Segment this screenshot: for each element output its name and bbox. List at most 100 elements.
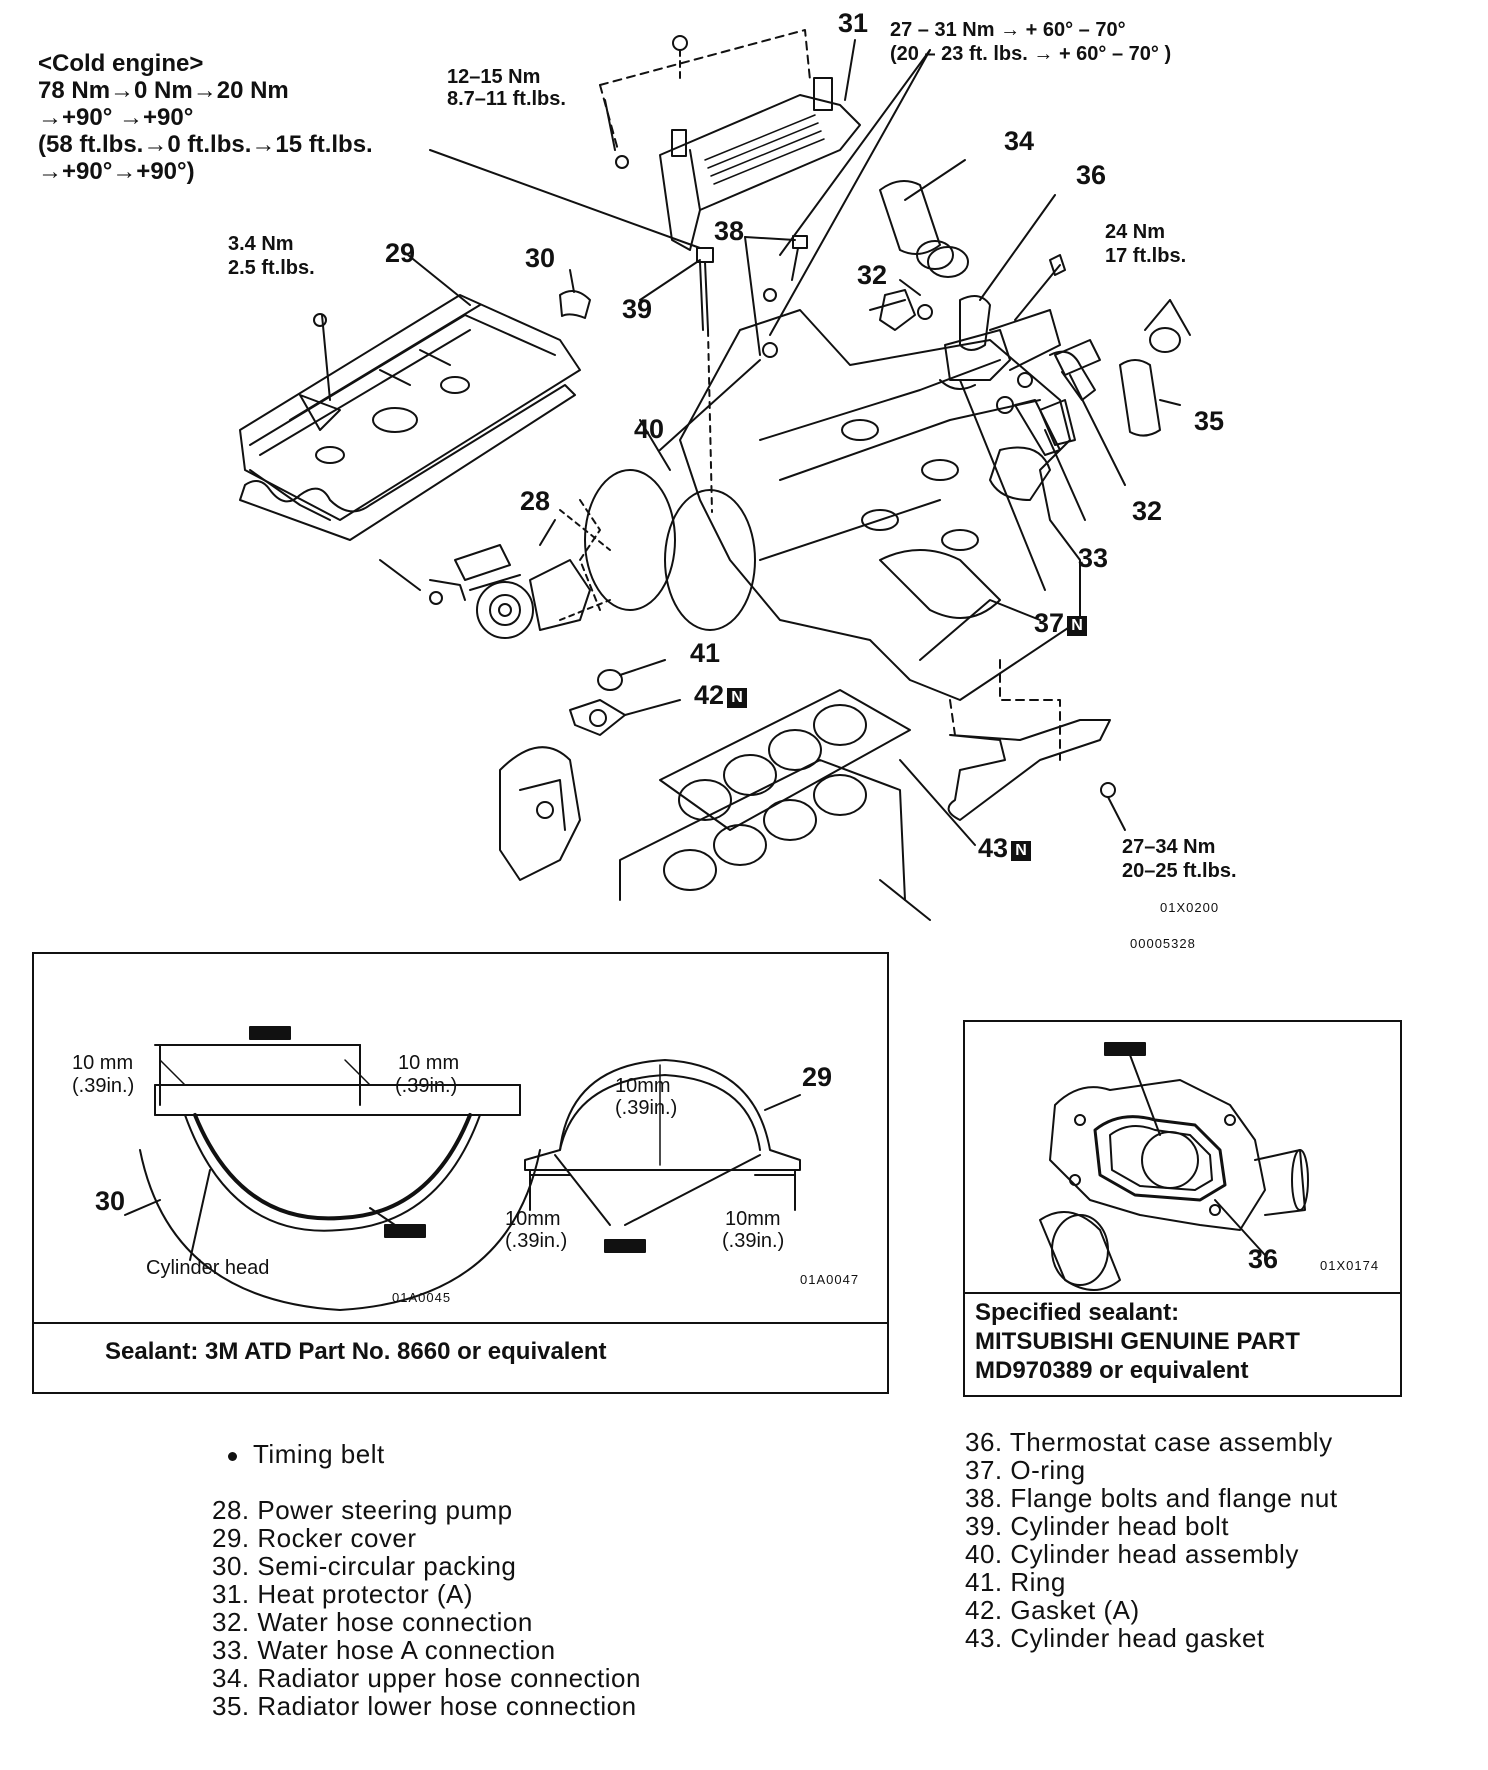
callout-32-upper: 32	[857, 260, 888, 290]
legend-item-38: 38. Flange bolts and flange nut	[965, 1483, 1338, 1513]
figure-code-main-a: 01X0200	[1160, 900, 1220, 915]
torque-24-nm: 24 Nm 17 ft.lbs.	[1105, 220, 1186, 268]
callout-31: 31	[838, 8, 869, 38]
torque-27-31-line-1: 27 – 31 Nm → + 60° – 70°	[890, 19, 1126, 41]
specified-sealant-label: Specified sealant:	[975, 1299, 1180, 1326]
callout-30: 30	[525, 243, 556, 273]
figure-code-main-b: 00005328	[1130, 936, 1196, 951]
cold-engine-line-5: →+90°→+90°)	[38, 158, 195, 185]
legend-item-39: 39. Cylinder head bolt	[965, 1511, 1229, 1541]
callout-38: 38	[714, 216, 745, 246]
cold-engine-line-4: (58 ft.lbs.→0 ft.lbs.→15 ft.lbs.	[38, 131, 373, 158]
sealant-part-line-2: MD970389 or equivalent	[975, 1357, 1249, 1384]
legend-item-41: 41. Ring	[965, 1567, 1066, 1597]
power-steering-pump-drawing	[379, 544, 591, 639]
callout-37-number: 37	[1034, 608, 1065, 638]
sealant-note-panel	[32, 1320, 889, 1394]
callout-33: 33	[1078, 543, 1109, 573]
dim-10mm-left: 10 mm	[72, 1052, 134, 1074]
sealant-specification: Sealant: 3M ATD Part No. 8660 or equival…	[105, 1338, 607, 1365]
dim-10mm-bottom-right: 10mm	[725, 1208, 781, 1230]
legend-list-right: 36. Thermostat case assembly 37. O-ring …	[965, 1428, 1338, 1652]
legend-list-left: 28. Power steering pump 29. Rocker cover…	[212, 1496, 641, 1720]
cold-engine-torque-spec: <Cold engine> 78 Nm→0 Nm→20 Nm →+90° →+9…	[38, 50, 373, 185]
callout-35: 35	[1194, 406, 1225, 436]
legend-item-33: 33. Water hose A connection	[212, 1635, 556, 1665]
dim-10mm-top: 10mm	[615, 1075, 671, 1097]
new-part-badge: N	[1067, 616, 1088, 636]
callout-34: 34	[1004, 126, 1035, 156]
torque-24-line-2: 17 ft.lbs.	[1105, 245, 1187, 267]
legend-item-35: 35. Radiator lower hose connection	[212, 1691, 637, 1721]
callout-28: 28	[520, 486, 551, 516]
rocker-cover-end-inset-drawing	[524, 1059, 801, 1226]
inset-callout-29: 29	[802, 1062, 833, 1092]
torque-27-34-nm: 27–34 Nm 20–25 ft.lbs.	[1122, 835, 1237, 883]
semi-circular-packing-panel	[32, 952, 889, 1324]
cylinder-head-gasket-drawing	[659, 689, 911, 831]
cold-engine-line-2: 78 Nm→0 Nm→20 Nm	[38, 77, 289, 104]
legend-item-43: 43. Cylinder head gasket	[965, 1623, 1265, 1653]
figure-code-left-b: 01A0047	[800, 1272, 860, 1287]
thermostat-case-panel	[963, 1020, 1402, 1294]
dim-39in-right: (.39in.)	[395, 1075, 458, 1097]
timing-belt-label: Timing belt	[253, 1439, 385, 1469]
dim-39in-bottom-left: (.39in.)	[505, 1230, 568, 1252]
callout-29: 29	[385, 238, 416, 268]
callout-36: 36	[1076, 160, 1107, 190]
legend-item-32: 32. Water hose connection	[212, 1607, 533, 1637]
callout-40: 40	[634, 414, 665, 444]
legend-item-40: 40. Cylinder head assembly	[965, 1539, 1299, 1569]
rocker-cover-drawing	[239, 294, 581, 541]
legend-item-42: 42. Gasket (A)	[965, 1595, 1140, 1625]
callout-43-number: 43	[978, 833, 1009, 863]
semi-circular-packing-inset-drawing	[124, 1026, 646, 1311]
heat-protector-drawing	[615, 35, 861, 251]
specified-sealant-text: Specified sealant: MITSUBISHI GENUINE PA…	[975, 1298, 1300, 1385]
specified-sealant-panel	[963, 1290, 1402, 1397]
inset-callout-36: 36	[1248, 1244, 1279, 1274]
legend-item-37: 37. O-ring	[965, 1455, 1086, 1485]
torque-27-31-nm: 27 – 31 Nm → + 60° – 70° (20 – 23 ft. lb…	[890, 18, 1171, 66]
torque-3-4-nm: 3.4 Nm 2.5 ft.lbs.	[228, 232, 315, 280]
figure-code-right: 01X0174	[1320, 1258, 1380, 1273]
cold-engine-line-3: →+90° →+90°	[38, 104, 194, 131]
figure-code-left-a: 01A0045	[392, 1290, 452, 1305]
legend-item-30: 30. Semi-circular packing	[212, 1551, 517, 1581]
thermostat-case-inset-drawing	[1039, 1042, 1309, 1291]
dim-10mm-right: 10 mm	[398, 1052, 460, 1074]
legend-item-28: 28. Power steering pump	[212, 1495, 513, 1525]
legend-item-31: 31. Heat protector (A)	[212, 1579, 473, 1609]
torque-12-15-line-1: 12–15 Nm	[447, 66, 541, 88]
bullet-dot-icon	[228, 1451, 237, 1461]
torque-27-34-line-2: 20–25 ft.lbs.	[1122, 860, 1237, 882]
callout-41: 41	[690, 638, 721, 668]
new-part-badge: N	[1011, 841, 1032, 861]
torque-24-line-1: 24 Nm	[1105, 221, 1166, 243]
callout-39: 39	[622, 294, 653, 324]
callout-42-number: 42	[694, 680, 725, 710]
torque-12-15-nm: 12–15 Nm 8.7–11 ft.lbs.	[447, 66, 566, 110]
dim-39in-top: (.39in.)	[615, 1097, 678, 1119]
cold-engine-line-1: <Cold engine>	[38, 50, 204, 77]
torque-27-31-line-2: (20 – 23 ft. lbs. → + 60° – 70° )	[890, 43, 1172, 65]
torque-27-34-line-1: 27–34 Nm	[1122, 836, 1216, 858]
legend-item-34: 34. Radiator upper hose connection	[212, 1663, 641, 1693]
legend-bullet-item: Timing belt	[228, 1440, 385, 1468]
thermostat-drawing	[869, 289, 1101, 446]
dim-10mm-bottom-left: 10mm	[505, 1208, 561, 1230]
callout-32-lower: 32	[1132, 496, 1163, 526]
torque-3-4-line-1: 3.4 Nm	[228, 233, 294, 255]
new-part-badge: N	[727, 688, 748, 708]
cylinder-head-label: Cylinder head	[146, 1257, 270, 1279]
dim-39in-left: (.39in.)	[72, 1075, 135, 1097]
sealant-part-line-1: MITSUBISHI GENUINE PART	[975, 1328, 1300, 1355]
dim-39in-bottom-right: (.39in.)	[722, 1230, 785, 1252]
legend-item-36: 36. Thermostat case assembly	[965, 1427, 1333, 1457]
inset-callout-30: 30	[95, 1186, 126, 1216]
cylinder-head-drawing	[679, 309, 1081, 701]
